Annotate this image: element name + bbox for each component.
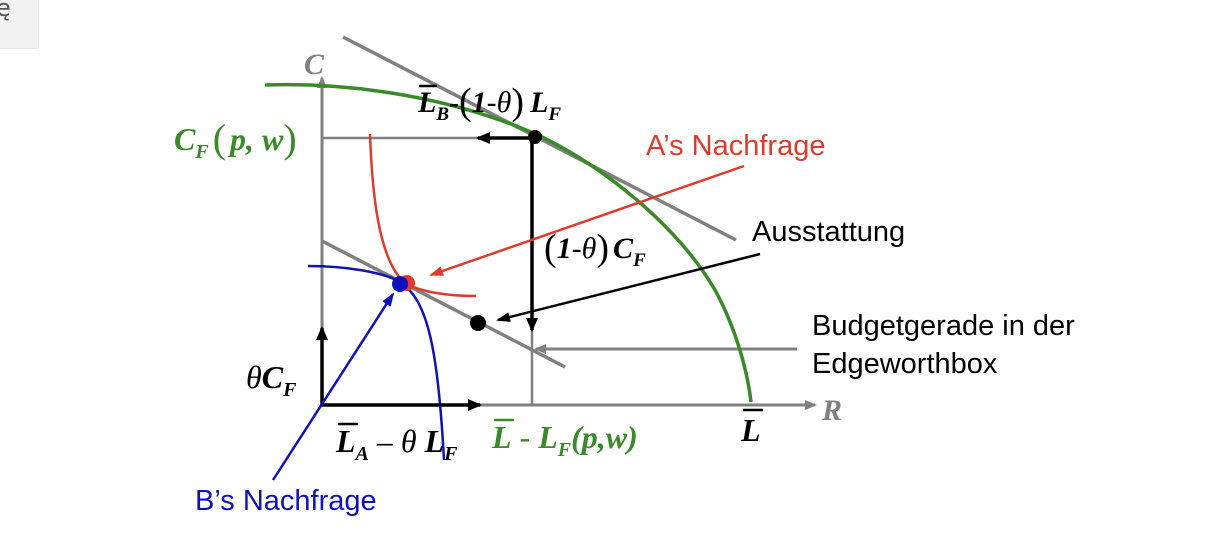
budget-line bbox=[321, 239, 566, 369]
b-demand-point bbox=[392, 276, 408, 292]
endowment-point bbox=[470, 315, 486, 331]
y-axis-label: C bbox=[304, 48, 325, 81]
x-axis-label: R bbox=[821, 394, 842, 427]
theta-cf-label: θCF bbox=[246, 359, 297, 401]
production-point bbox=[528, 130, 542, 144]
budget-label-line1: Budgetgerade in der bbox=[812, 310, 1075, 342]
budget-label-line2: Edgeworthbox bbox=[812, 348, 998, 380]
corner-glyph: ę bbox=[0, 0, 39, 49]
endowment-label: Ausstattung bbox=[752, 216, 905, 248]
lbar-label: L bbox=[740, 412, 761, 448]
la-label: LA – θ LF bbox=[335, 423, 458, 465]
production-frontier bbox=[264, 82, 753, 403]
a-demand-pointer bbox=[429, 164, 745, 277]
a-demand-label: A’s Nachfrage bbox=[646, 130, 825, 162]
b-demand-pointer bbox=[271, 292, 395, 481]
l-minus-lf-label: L - LF(p,w) bbox=[491, 419, 638, 461]
a-indifference-curve bbox=[368, 133, 477, 298]
cf-pw-label: CF(p, w) bbox=[174, 116, 297, 163]
one-minus-theta-cf-label: (1-θ)CF bbox=[544, 227, 646, 271]
partial-glyph-icon: ę bbox=[0, 0, 11, 22]
b-demand-label: B’s Nachfrage bbox=[195, 485, 377, 517]
endowment-pointer bbox=[496, 252, 761, 322]
top-line-label: LB-(1-θ)LF bbox=[417, 81, 561, 125]
